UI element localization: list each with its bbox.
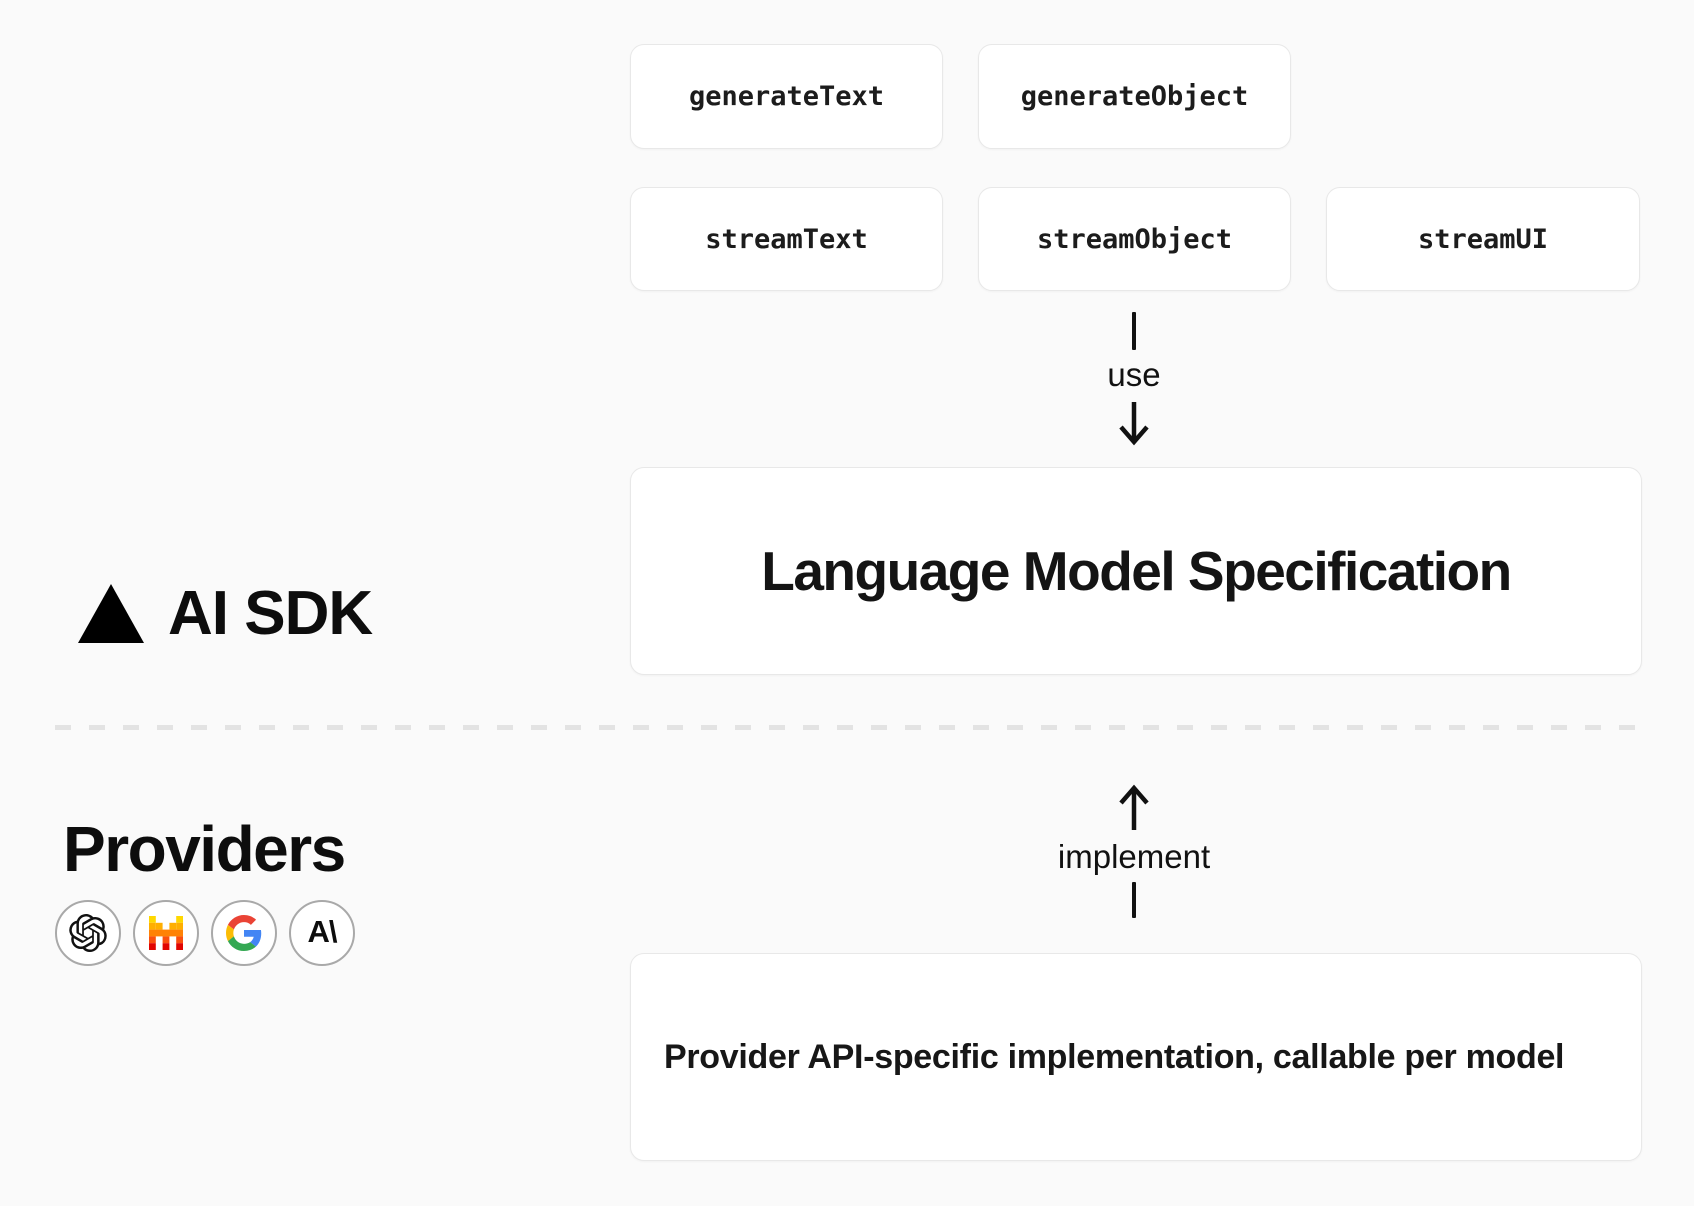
openai-logo: [69, 914, 107, 952]
stream-text-box: streamText: [630, 187, 943, 291]
connector-segment: [1132, 312, 1136, 350]
use-label: use: [1107, 356, 1161, 393]
generate-text-box: generateText: [630, 44, 943, 149]
connector-segment: [1132, 882, 1136, 919]
google-provider-badge: [211, 900, 277, 966]
ai-sdk-label: AI SDK: [168, 579, 373, 648]
anthropic-logo: A\: [307, 914, 338, 949]
language-model-specification-box: Language Model Specification: [630, 467, 1642, 675]
stream-ui-box: streamUI: [1326, 187, 1640, 291]
implement-label: implement: [1057, 838, 1211, 875]
stream-object-box: streamObject: [978, 187, 1291, 291]
mistral-provider-badge: [133, 900, 199, 966]
stream-text-label: streamText: [705, 223, 868, 255]
spec-box-title: Language Model Specification: [761, 540, 1512, 602]
dashed-divider: [55, 725, 1642, 730]
google-logo: [226, 915, 262, 951]
generate-object-label: generateObject: [1020, 81, 1249, 112]
vercel-triangle-icon: [78, 584, 144, 643]
generate-text-label: generateText: [688, 81, 885, 112]
providers-heading: Providers: [63, 813, 346, 885]
impl-box-text: Provider API-specific implementation, ca…: [664, 1037, 1565, 1076]
anthropic-provider-badge: A\: [289, 900, 355, 966]
ai-sdk-logo: AI SDK: [78, 578, 373, 649]
mistral-logo: [149, 916, 183, 950]
arrow-down-icon: [1119, 402, 1149, 446]
provider-icons-row: A\: [55, 900, 355, 966]
generate-object-box: generateObject: [978, 44, 1291, 149]
stream-object-label: streamObject: [1036, 223, 1233, 255]
implement-connector: implement: [1058, 784, 1210, 919]
use-connector: use: [1084, 312, 1184, 446]
arrow-up-icon: [1119, 784, 1149, 830]
provider-implementation-box: Provider API-specific implementation, ca…: [630, 953, 1642, 1161]
openai-provider-badge: [55, 900, 121, 966]
stream-ui-label: streamUI: [1417, 223, 1549, 255]
